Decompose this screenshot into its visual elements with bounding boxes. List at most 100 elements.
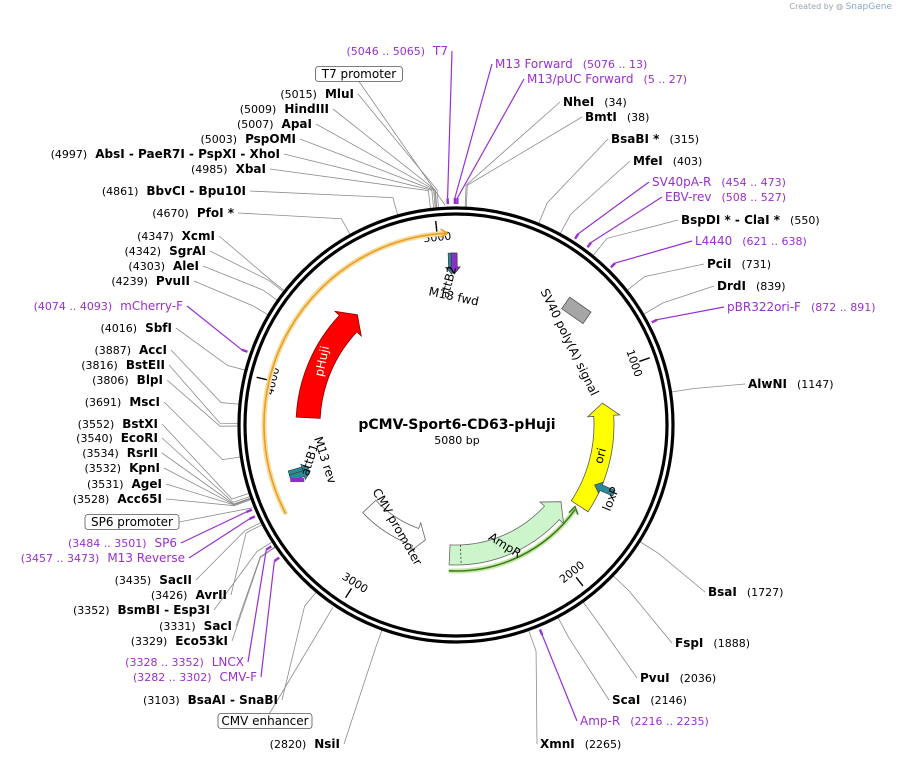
leader-pspomi [299, 138, 436, 209]
site-pos: (3329) [131, 635, 168, 648]
site-bspdi-clai: BspDI * - ClaI *(550) [681, 213, 820, 227]
tick-4000 [256, 376, 268, 381]
site-name: KpnI [129, 461, 160, 475]
site-name: BstEII [126, 358, 165, 372]
primer-range: (3282 .. 3302) [133, 671, 212, 684]
plasmid-name: pCMV-Sport6-CD63-pHuji [358, 417, 555, 433]
leader-bstxi [161, 423, 250, 500]
primer-mark-ebv-rev [586, 241, 592, 249]
site-name: MfeI [633, 154, 663, 168]
leader-ecori [161, 437, 251, 503]
leader-nsii [343, 629, 383, 745]
site-name: FspI [675, 636, 703, 650]
site-name: MscI [129, 395, 160, 409]
site-name: SgrAI [169, 244, 206, 258]
backbone-inner-ring [243, 212, 669, 638]
leader-acci [170, 349, 240, 405]
primer-t7: (5046 .. 5065)T7 [346, 44, 448, 58]
site-pos: (4347) [137, 230, 174, 243]
site-bsmbi-esp3i: (3352)BsmBI - Esp3I [73, 603, 210, 617]
primer-leader-lncx [247, 549, 267, 663]
primer-cmv-f: (3282 .. 3302)CMV-F [133, 670, 257, 684]
site-xmni: XmnI(2265) [540, 737, 621, 751]
backbone [237, 206, 675, 644]
site-rsrii: (3534)RsrII [82, 446, 158, 460]
site-name: HindIII [284, 102, 329, 116]
site-name: ScaI [612, 693, 640, 707]
box-label-t7-promoter: T7 promoter [321, 67, 397, 81]
leader-hindiii [332, 108, 438, 208]
site-xcmi: (4347)XcmI [137, 229, 215, 243]
box-t7-promoter [315, 66, 403, 82]
site-agei: (3531)AgeI [87, 477, 162, 491]
primer-leader-t7 [446, 50, 453, 199]
primer-range: (3484 .. 3501) [68, 537, 147, 550]
primer-range: (2216 .. 2235) [630, 715, 709, 728]
site-pfoi: (4670)PfoI * [152, 206, 234, 220]
site-name: DrdI [717, 279, 746, 293]
tick-5000 [435, 220, 438, 233]
site-bsabi: BsaBI *(315) [611, 132, 699, 146]
leader-sgrai [209, 250, 284, 293]
leader-scai [557, 617, 610, 701]
site-hindiii: (5009)HindIII [240, 102, 329, 116]
primer-range: (5 .. 27) [644, 73, 688, 86]
site-mfei: MfeI(403) [633, 154, 702, 168]
site-pvuii: (4239)PvuII [111, 274, 190, 288]
primer-leader-l4440 [614, 240, 693, 264]
site-name: MluI [325, 87, 354, 101]
site-name: BstXI [122, 417, 158, 431]
site-name: BsaAI - SnaBI [188, 693, 278, 707]
leader-bsai [639, 541, 706, 593]
primer-leader-mcherry-f [186, 305, 243, 351]
plasmid-length: 5080 bp [434, 434, 479, 447]
site-pos: (3816) [81, 359, 118, 372]
box-leader-t7-promoter [358, 81, 446, 206]
site-name: XmnI [540, 737, 575, 751]
site-pos: (3331) [159, 620, 196, 633]
site-pos: (1147) [797, 378, 834, 391]
site-name: RsrII [127, 446, 158, 460]
leader-saci [235, 546, 276, 627]
leader-mlui [357, 93, 439, 208]
primer-lncx: (3328 .. 3352)LNCX [125, 655, 244, 669]
site-eco53ki: (3329) Eco53kI [131, 634, 228, 648]
ori-arrow [570, 402, 621, 513]
site-name: PciI [707, 257, 732, 271]
site-scai: ScaI(2146) [612, 693, 687, 707]
site-mlui: (5015)MluI [280, 87, 354, 101]
box-label-cmv-enhancer: CMV enhancer [221, 714, 308, 728]
primer-range: (621 .. 638) [742, 235, 807, 248]
primer-name: EBV-rev [665, 190, 711, 204]
primer-name: M13 Forward [495, 57, 573, 71]
site-name: Eco53kI [175, 634, 228, 648]
site-pos: (4997) [51, 148, 88, 161]
site-acci: (3887)AccI [94, 343, 167, 357]
site-pos: (4239) [111, 275, 148, 288]
primer-mark-m13-reverse [248, 515, 256, 521]
primer-sv40pa-r: SV40pA-R(454 .. 473) [652, 175, 786, 189]
tick-label-2000: 2000 [557, 558, 587, 586]
site-pos: (3552) [78, 418, 115, 431]
site-fspi: FspI (1888) [675, 636, 750, 650]
site-pos: (38) [627, 111, 650, 124]
site-pos: (4670) [152, 207, 189, 220]
loxP-arrow [594, 481, 616, 497]
site-name: AbsI - PaeR7I - PspXI - XhoI [95, 147, 280, 161]
site-ecori: (3540)EcoRI [76, 431, 158, 445]
primer-leader-m13-forward [454, 63, 493, 199]
site-pos: (4016) [101, 322, 138, 335]
leader-xcmi [218, 235, 285, 291]
site-bmti: BmtI(38) [585, 110, 649, 124]
leader-kpni [163, 467, 251, 505]
site-pos: (1888) [713, 637, 750, 650]
site-acc65i: (3528)Acc65I [73, 492, 162, 506]
leader-msci [163, 401, 241, 461]
primer-leader-m13-puc-forward [456, 78, 525, 199]
leader-absi-paer7i-pspxi-xhoi [283, 153, 435, 209]
primer-range: (4074 .. 4093) [34, 300, 113, 313]
site-pos: (315) [669, 133, 699, 146]
site-bsai: BsaI(1727) [708, 585, 783, 599]
site-pos: (3532) [85, 462, 122, 475]
site-name: PspOMI [245, 132, 296, 146]
